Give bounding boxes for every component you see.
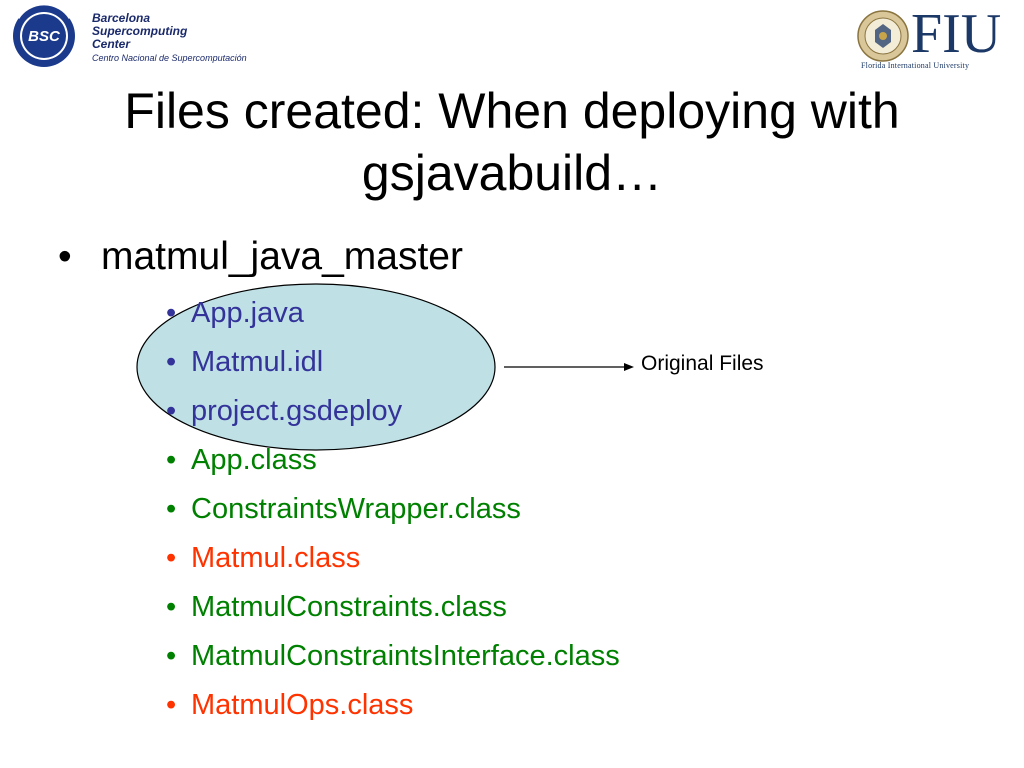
file-name: Matmul.class [191,542,361,574]
bsc-subtitle: Centro Nacional de Supercomputación [92,53,247,63]
file-name: App.java [191,297,304,329]
bsc-emblem-text: BSC [28,28,61,45]
slide-title-line2: gsjavabuild… [361,145,663,201]
file-name: App.class [191,444,317,476]
arrowhead-icon [624,363,634,371]
file-name: MatmulOps.class [191,689,414,721]
file-item: • MatmulConstraints.class [166,586,620,635]
bullet-icon: • [166,395,177,427]
fiu-tagline: Florida International University [861,61,970,70]
slide-title: Files created: When deploying with gsjav… [40,80,984,204]
bullet-icon: • [166,689,177,721]
file-item: • Matmul.idl [166,341,620,390]
bullet-icon: • [166,542,177,574]
original-files-label: Original Files [641,352,764,375]
bsc-name-line3: Center [92,37,131,51]
file-item: • MatmulOps.class [166,684,620,733]
bsc-name-line1: Barcelona [92,11,151,25]
bullet-icon: • [166,346,177,378]
bullet-icon: • [166,493,177,525]
fiu-seal-icon [857,10,909,62]
file-name: MatmulConstraintsInterface.class [191,640,620,672]
file-name: ConstraintsWrapper.class [191,493,521,525]
folder-bullet: • matmul_java_master [58,233,463,281]
bullet-icon: • [166,444,177,476]
file-item: • App.class [166,439,620,488]
slide-title-line1: Files created: When deploying with [124,83,900,139]
bullet-icon: • [166,297,177,329]
file-list: • App.java • Matmul.idl • project.gsdeploy • Ap… [166,292,620,733]
file-name: Matmul.idl [191,346,324,378]
file-item: • ConstraintsWrapper.class [166,488,620,537]
folder-name: matmul_java_master [101,235,463,278]
fiu-wordmark: FIU [911,3,1002,65]
bullet-icon: • [166,640,177,672]
file-item: • MatmulConstraintsInterface.class [166,635,620,684]
bullet-icon: • [166,591,177,623]
file-name: MatmulConstraints.class [191,591,507,623]
fiu-logo: FIU Florida International University [855,3,1015,74]
bsc-name-line2: Supercomputing [92,24,188,38]
file-name: project.gsdeploy [191,395,403,427]
file-item: • Matmul.class [166,537,620,586]
file-item: • project.gsdeploy [166,390,620,439]
bullet-icon: • [58,235,72,278]
bsc-wordmark: Barcelona Supercomputing Center Centro N… [92,12,247,65]
bsc-logo: BSC Barcelona Supercomputing Center Cent… [8,4,298,68]
bsc-emblem-icon: BSC [13,4,75,67]
file-item: • App.java [166,292,620,341]
